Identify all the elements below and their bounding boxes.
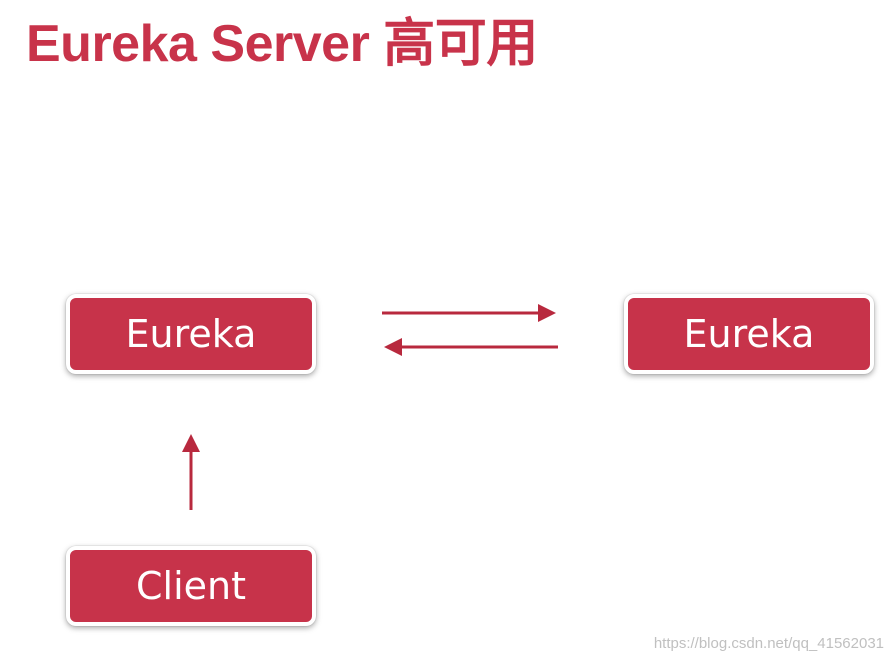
arrow-client-to-eureka-head (182, 434, 200, 452)
eureka-server-node-right: Eureka (624, 294, 874, 374)
eureka-server-right-label: Eureka (683, 312, 815, 356)
source-watermark: https://blog.csdn.net/qq_41562031 (653, 635, 884, 652)
arrow-right-to-left-head (384, 338, 402, 356)
eureka-server-left-label: Eureka (125, 312, 257, 356)
arrow-left-to-right-head (538, 304, 556, 322)
eureka-server-node-left: Eureka (66, 294, 316, 374)
diagram-title: Eureka Server 高可用 (26, 15, 538, 73)
client-label: Client (135, 564, 246, 608)
client-node: Client (66, 546, 316, 626)
